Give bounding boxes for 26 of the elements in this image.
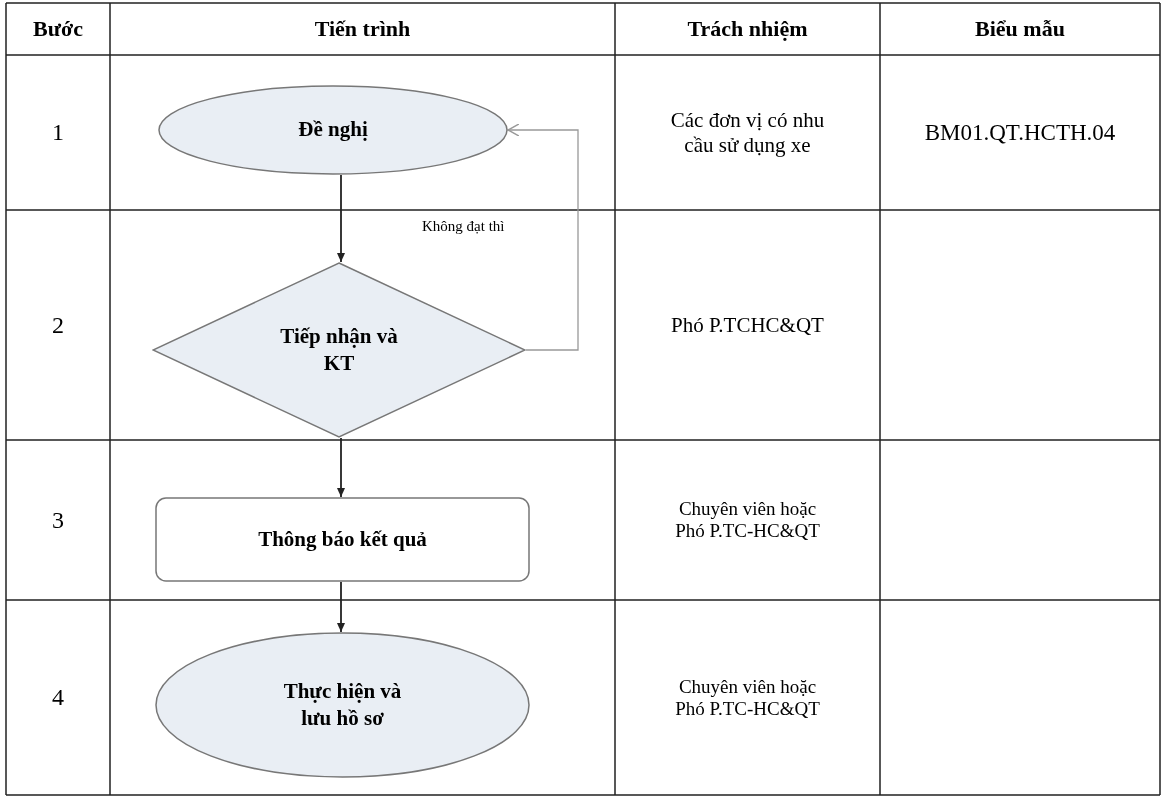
step-number: 4 [52, 684, 64, 711]
step-number: 1 [52, 119, 64, 146]
column-header: Trách nhiệm [687, 16, 808, 42]
node-label: Tiếp nhận và KT [279, 322, 399, 377]
node-label: Đề nghị [298, 116, 368, 144]
column-header: Bước [33, 16, 83, 42]
process-box [155, 497, 530, 582]
form-code: BM01.QT.HCTH.04 [924, 119, 1116, 146]
arrow [337, 437, 345, 498]
end-ellipse [155, 632, 530, 778]
node-label: Thực hiện và lưu hồ sơ [282, 677, 403, 732]
column-header: Tiến trình [314, 16, 411, 42]
arrow [337, 174, 345, 263]
edge-label: Không đạt thì [420, 218, 507, 235]
decision-diamond [152, 262, 526, 438]
arrow [337, 581, 345, 633]
arrow [507, 123, 579, 351]
responsibility-text: Phó P.TCHC&QT [671, 312, 824, 338]
step-number: 3 [52, 506, 64, 534]
responsibility-text: Chuyên viên hoặc Phó P.TC-HC&QT [674, 498, 821, 542]
column-header: Biểu mẫu [975, 16, 1065, 42]
start-ellipse [158, 85, 508, 175]
responsibility-text: Chuyên viên hoặc Phó P.TC-HC&QT [674, 675, 821, 720]
node-label: Thông báo kết quả [258, 525, 427, 553]
step-number: 2 [52, 311, 64, 339]
responsibility-text: Các đơn vị có nhu cầu sử dụng xe [669, 107, 826, 158]
